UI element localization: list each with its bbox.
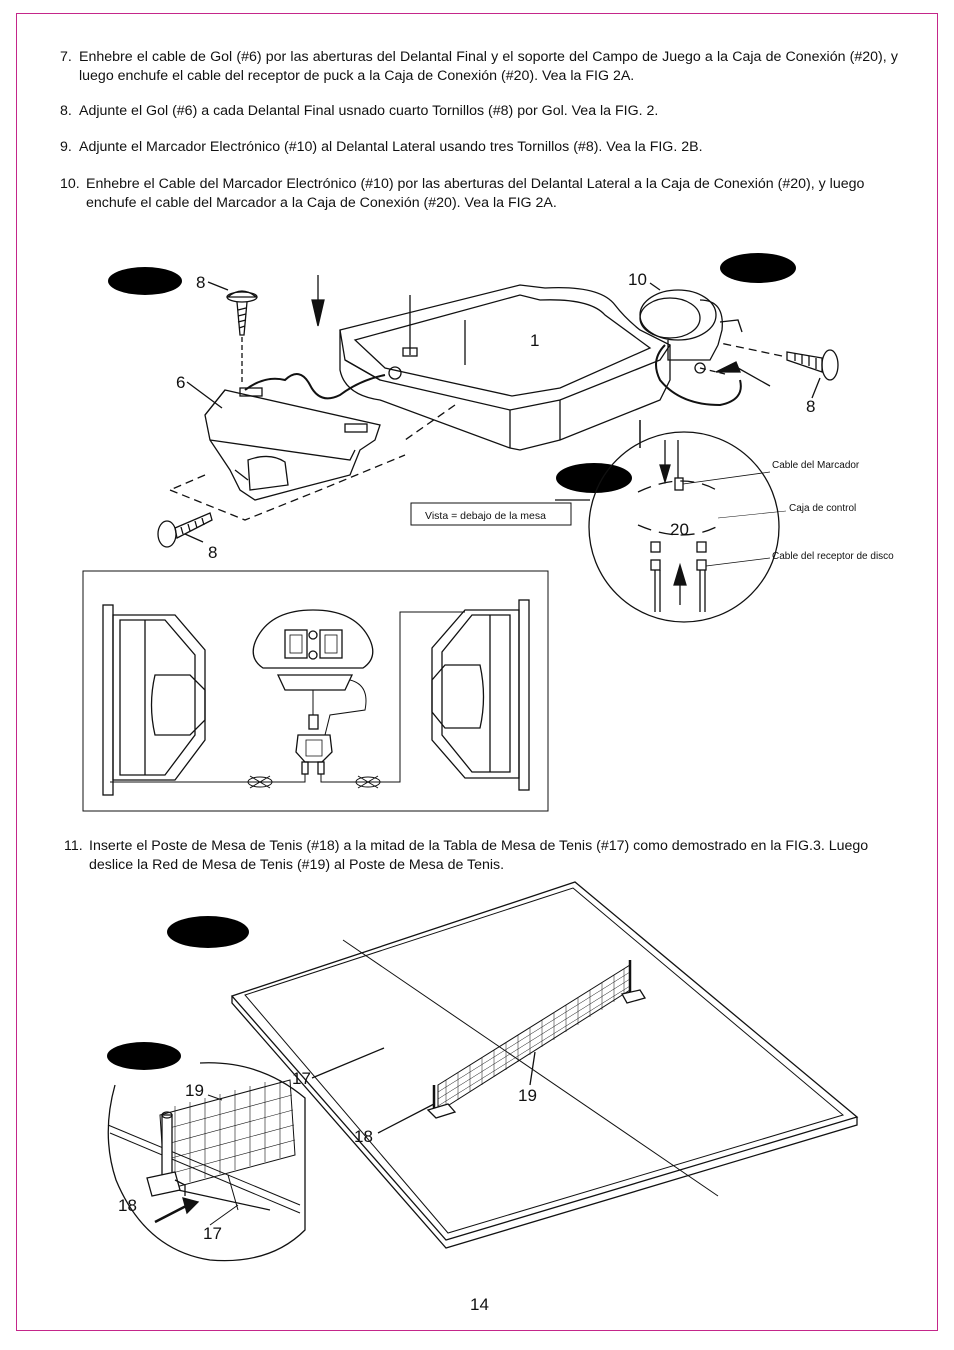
figure-badge-3	[167, 916, 249, 948]
callout-net-19: 19	[518, 1086, 537, 1105]
callout-screw-8: 8	[806, 397, 815, 416]
page-border	[16, 13, 938, 1331]
figure-badge-2a	[556, 463, 632, 493]
callout-screw-8: 8	[208, 543, 217, 562]
table-body	[339, 284, 671, 451]
wiring-diagram-box	[82, 570, 549, 812]
step-11: 11. Inserte el Poste de Mesa de Tenis (#…	[64, 837, 876, 875]
step-text: Adjunte el Marcador Electrónico (#10) al…	[79, 139, 703, 155]
callout-post-18-detail: 18	[118, 1196, 137, 1215]
step-number: 9.	[60, 139, 72, 155]
label-control-box: Caja de control	[789, 503, 856, 514]
electronic-scorer-10	[639, 289, 743, 407]
callout-goal-6: 6	[176, 373, 185, 392]
tennis-net-19	[426, 960, 647, 1119]
step-text: Inserte el Poste de Mesa de Tenis (#18) …	[89, 838, 869, 873]
view-label-box	[410, 502, 572, 526]
page-number: 14	[470, 1295, 489, 1314]
screw-icon	[226, 290, 258, 385]
step-number: 11.	[64, 838, 83, 854]
detail-circle-3a	[107, 1062, 306, 1262]
step-number: 10.	[60, 176, 80, 192]
step-10: 10. Enhebre el Cable del Marcador Electr…	[60, 175, 898, 213]
screw-icon	[157, 512, 213, 548]
screw-icon	[719, 342, 839, 381]
label-receiver-cable: Cable del receptor de disco	[772, 551, 894, 562]
step-number: 7.	[60, 49, 72, 65]
step-7: 7. Enhebre el cable de Gol (#6) por las …	[60, 48, 898, 86]
wiring-diagram	[102, 599, 530, 796]
callout-net-19-detail: 19	[185, 1081, 204, 1100]
figure-badge-2	[108, 267, 182, 295]
callout-control-box-20: 20	[670, 520, 689, 539]
callout-scorer-10: 10	[628, 270, 647, 289]
figure-badge-2b	[720, 253, 796, 283]
callout-screw-8: 8	[196, 273, 205, 292]
step-text: Enhebre el Cable del Marcador Electrónic…	[86, 176, 865, 211]
callout-table-1: 1	[530, 331, 539, 350]
detail-circle-2a	[555, 420, 787, 623]
label-scorer-cable: Cable del Marcador	[772, 460, 860, 471]
view-label: Vista = debajo de la mesa	[425, 510, 546, 522]
callout-post-18: 18	[354, 1127, 373, 1146]
step-8: 8. Adjunte el Gol (#6) a cada Delantal F…	[60, 102, 898, 121]
step-text: Enhebre el cable de Gol (#6) por las abe…	[79, 49, 898, 84]
step-9: 9. Adjunte el Marcador Electrónico (#10)…	[60, 138, 898, 157]
tennis-tabletop-17	[230, 881, 859, 1249]
step-text: Adjunte el Gol (#6) a cada Delantal Fina…	[79, 103, 659, 119]
figure-badge-3a	[107, 1042, 181, 1070]
callout-table-17-detail: 17	[203, 1224, 222, 1243]
step-number: 8.	[60, 103, 72, 119]
callout-table-17: 17	[292, 1069, 311, 1088]
